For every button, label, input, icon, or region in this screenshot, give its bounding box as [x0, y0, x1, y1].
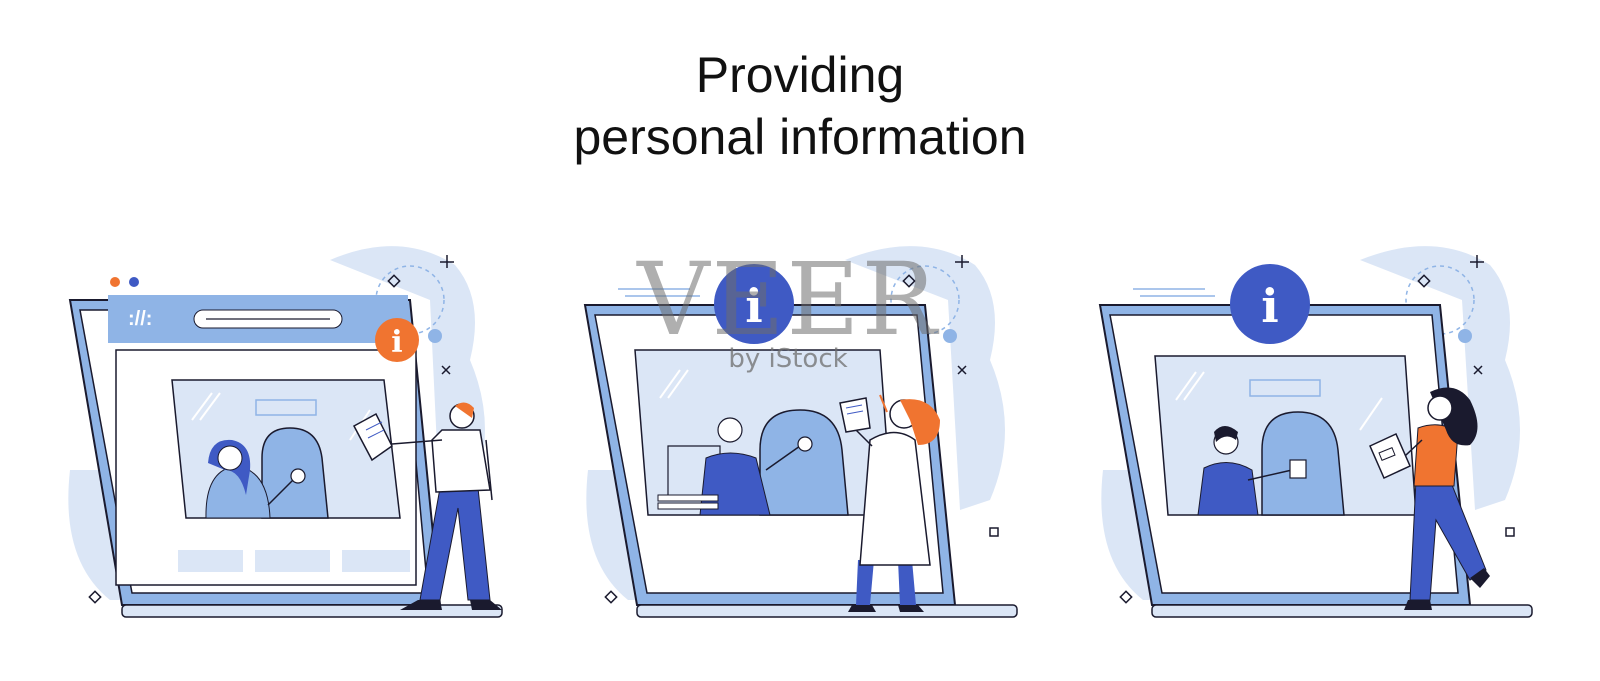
panel-2: i [583, 246, 1018, 618]
browser-bar-glyph: ://: [128, 308, 152, 330]
background-blob [845, 246, 1005, 510]
svg-text:i: i [1261, 279, 1278, 333]
title-line-1: Providing [695, 47, 905, 103]
laptop-base [121, 604, 503, 618]
svg-text:i: i [745, 279, 762, 333]
man-figure [352, 402, 502, 610]
diamond-icon [1119, 590, 1133, 604]
square-icon [1505, 527, 1515, 537]
diamond-icon [604, 590, 618, 604]
laptop-base [1151, 604, 1533, 618]
woman-figure [1369, 387, 1490, 610]
diamond-icon [902, 274, 916, 288]
laptop-base [636, 604, 1018, 618]
sparkle-icon [955, 255, 969, 268]
sparkle-icon [440, 255, 454, 268]
panel-3: i [1098, 246, 1533, 618]
page-title: Providing personal information [0, 44, 1600, 168]
panel-1: ://: i [68, 246, 503, 618]
sparkle-icon [1470, 255, 1484, 268]
window-dot [110, 277, 120, 287]
close-x-icon [957, 365, 967, 375]
square-icon [989, 527, 999, 537]
background-blob [1360, 246, 1520, 510]
info-icon: i [375, 318, 419, 362]
window-dot [129, 277, 139, 287]
doctor-figure [839, 394, 940, 612]
svg-text:i: i [391, 325, 402, 360]
diamond-icon [387, 274, 401, 288]
info-icon: i [714, 264, 794, 344]
diamond-icon [88, 590, 102, 604]
diamond-icon [1417, 274, 1431, 288]
close-x-icon [1473, 365, 1483, 375]
close-x-icon [441, 365, 451, 375]
title-line-2: personal information [573, 109, 1027, 165]
info-icon: i [1230, 264, 1310, 344]
